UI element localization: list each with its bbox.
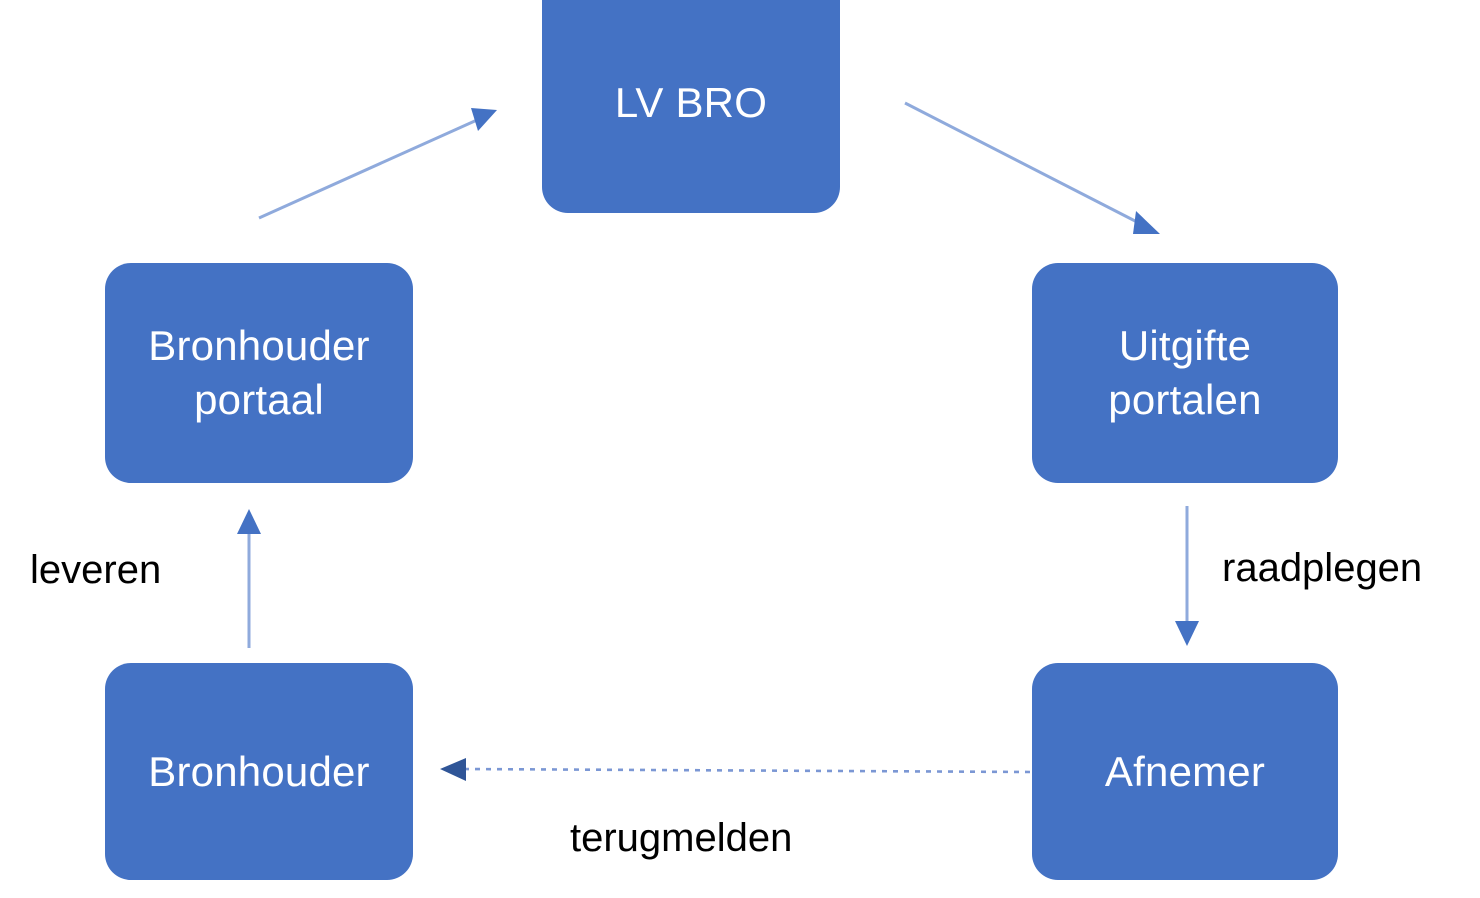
edge-label-leveren: leveren [30,548,162,592]
arrowhead-icon [237,509,261,534]
edge-line [258,118,478,220]
arrowhead-icon [1133,211,1160,234]
edge-line [904,101,1140,225]
arrowhead-icon [471,108,497,131]
edge-label-raadplegen: raadplegen [1222,546,1423,590]
arrowhead-icon [1175,621,1199,646]
edge-afnemer-to-bronhouder [440,758,1031,781]
node-uitgifte-portalen[interactable]: Uitgifte portalen [1032,263,1338,483]
edge-line [461,767,1031,774]
node-afnemer[interactable]: Afnemer [1032,663,1338,880]
edge-lv-bro-to-uitgifte-portalen [904,101,1160,234]
edge-bronhouder-portaal-to-lv-bro [258,108,497,220]
edge-label-terugmelden: terugmelden [570,816,793,860]
node-bronhouder-portaal[interactable]: Bronhouder portaal [105,263,413,483]
node-bronhouder[interactable]: Bronhouder [105,663,413,880]
arrowhead-icon [440,758,466,781]
node-lv-bro[interactable]: LV BRO [542,0,840,213]
edge-bronhouder-to-bronhouder-portaal [237,509,261,648]
edge-uitgifte-portalen-to-afnemer [1175,506,1199,646]
